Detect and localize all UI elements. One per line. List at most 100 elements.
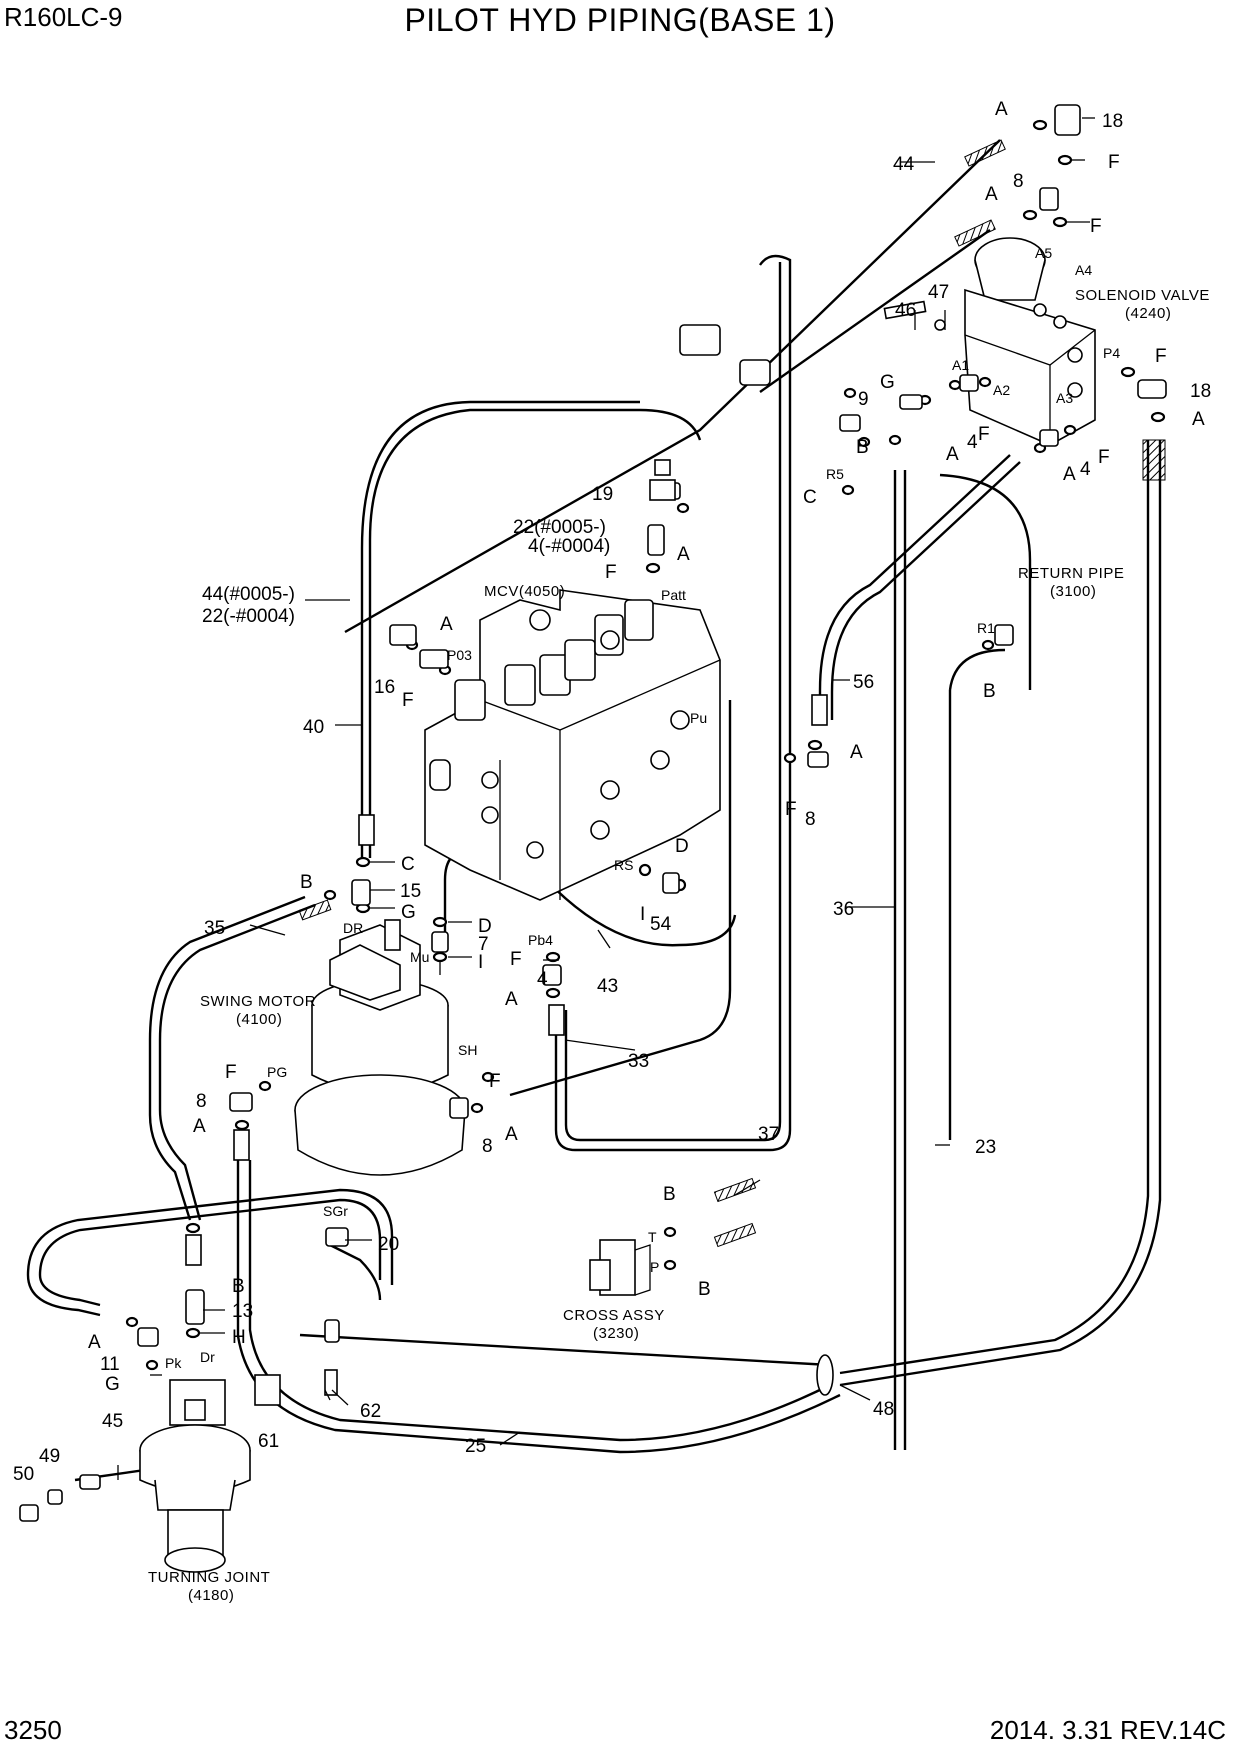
fittings: [19, 104, 1167, 1522]
swing-motor-code: (4100): [236, 1011, 282, 1028]
leader-lines: [117, 117, 1095, 1480]
letter-b: B: [856, 437, 869, 458]
letter-callouts: A F A F F A G F A A F B C A F A F B A F …: [88, 99, 1205, 1395]
mcv-label: MCV(4050): [484, 583, 565, 600]
swing-motor[interactable]: [294, 919, 466, 1176]
swing-motor-label: SWING MOTOR: [200, 993, 316, 1010]
port-sh: SH: [458, 1042, 477, 1058]
port-dr: DR: [343, 920, 363, 936]
letter-a: A: [193, 1116, 206, 1137]
port-t: T: [648, 1229, 657, 1245]
callout-9: 9: [858, 389, 869, 410]
letter-a: A: [985, 184, 998, 205]
callout-25: 25: [465, 1436, 486, 1457]
letter-g: G: [880, 372, 895, 393]
callout-18-top: 18: [1102, 111, 1123, 132]
component-labels: SOLENOID VALVE (4240) MCV(4050) RETURN P…: [148, 287, 1209, 1604]
callout-45: 45: [102, 1411, 123, 1432]
port-a4: A4: [1075, 262, 1092, 278]
letter-h: H: [232, 1327, 246, 1348]
callout-8-left: 8: [196, 1091, 207, 1112]
letter-d: D: [478, 916, 492, 937]
callout-8-mid: 8: [805, 809, 816, 830]
letter-a: A: [505, 989, 518, 1010]
letter-f: F: [225, 1062, 237, 1083]
letter-f: F: [1155, 346, 1167, 367]
letter-a: A: [505, 1124, 518, 1145]
letter-i: I: [640, 904, 645, 925]
callout-61: 61: [258, 1431, 279, 1452]
callout-54: 54: [650, 914, 672, 935]
cross-assy-code: (3230): [593, 1325, 639, 1342]
callout-33: 33: [628, 1051, 649, 1072]
letter-a: A: [677, 544, 690, 565]
callout-7: 7: [478, 934, 489, 955]
cross-assy-label: CROSS ASSY: [563, 1307, 665, 1324]
letter-i: I: [478, 952, 483, 973]
solenoid-valve-code: (4240): [1125, 305, 1171, 322]
letter-b: B: [663, 1184, 676, 1205]
return-pipe-code: (3100): [1050, 583, 1096, 600]
callout-4-b: 4: [1080, 459, 1091, 480]
letter-b: B: [698, 1279, 711, 1300]
letter-c: C: [401, 854, 415, 875]
callout-4-c: 4: [537, 969, 548, 990]
port-rs: RS: [614, 857, 633, 873]
model-code: R160LC-9: [4, 2, 123, 32]
callout-16: 16: [374, 677, 395, 698]
callout-46: 46: [895, 300, 916, 321]
callout-13: 13: [232, 1301, 253, 1322]
letter-f: F: [402, 690, 414, 711]
letter-b: B: [232, 1276, 245, 1297]
cross-assy[interactable]: [589, 1239, 651, 1296]
revision-date: 2014. 3.31 REV.14C: [989, 1715, 1226, 1745]
callout-43: 43: [597, 976, 618, 997]
letter-f: F: [1108, 152, 1120, 173]
page-number: 3250: [4, 1715, 62, 1745]
letter-f: F: [785, 799, 797, 820]
callout-40: 40: [303, 717, 324, 738]
letter-f: F: [1090, 216, 1102, 237]
return-pipe-label: RETURN PIPE: [1018, 565, 1124, 582]
port-p4: P4: [1103, 345, 1120, 361]
letter-a: A: [850, 742, 863, 763]
port-pk: Pk: [165, 1355, 182, 1371]
solenoid-valve[interactable]: [964, 237, 1096, 446]
callout-22-note: 22(#0005-): [513, 517, 606, 538]
callout-19: 19: [592, 484, 613, 505]
callout-11: 11: [100, 1354, 120, 1375]
callout-35: 35: [204, 918, 225, 939]
letter-a: A: [440, 614, 453, 635]
mcv-control-valve[interactable]: [424, 589, 721, 901]
port-pu: Pu: [690, 710, 707, 726]
callout-49: 49: [39, 1446, 60, 1467]
callout-44-note: 44(#0005-): [202, 584, 295, 605]
callout-22-b-note: 22(-#0004): [202, 606, 295, 627]
callout-23: 23: [975, 1137, 996, 1158]
callout-44: 44: [893, 154, 915, 175]
letter-f: F: [605, 562, 617, 583]
letter-f: F: [1098, 447, 1110, 468]
letter-a: A: [1192, 409, 1205, 430]
callout-36: 36: [833, 899, 854, 920]
callout-4-note: 4(-#0004): [528, 536, 610, 557]
port-a1: A1: [952, 357, 969, 373]
port-pb4: Pb4: [528, 932, 553, 948]
letter-a: A: [88, 1332, 101, 1353]
letter-c: C: [803, 487, 817, 508]
port-a2: A2: [993, 382, 1010, 398]
letter-d: D: [675, 836, 689, 857]
port-p: P: [650, 1259, 659, 1275]
port-pg: PG: [267, 1064, 287, 1080]
callout-50: 50: [13, 1464, 34, 1485]
letter-f: F: [978, 424, 990, 445]
letter-a: A: [1063, 464, 1076, 485]
turning-joint[interactable]: [139, 1379, 251, 1573]
letter-f: F: [510, 949, 522, 970]
port-patt: Patt: [661, 587, 686, 603]
callout-15: 15: [400, 881, 421, 902]
callout-37: 37: [758, 1124, 779, 1145]
o-rings: [125, 119, 1166, 1371]
port-p03: P03: [447, 647, 472, 663]
callout-18-right: 18: [1190, 381, 1211, 402]
